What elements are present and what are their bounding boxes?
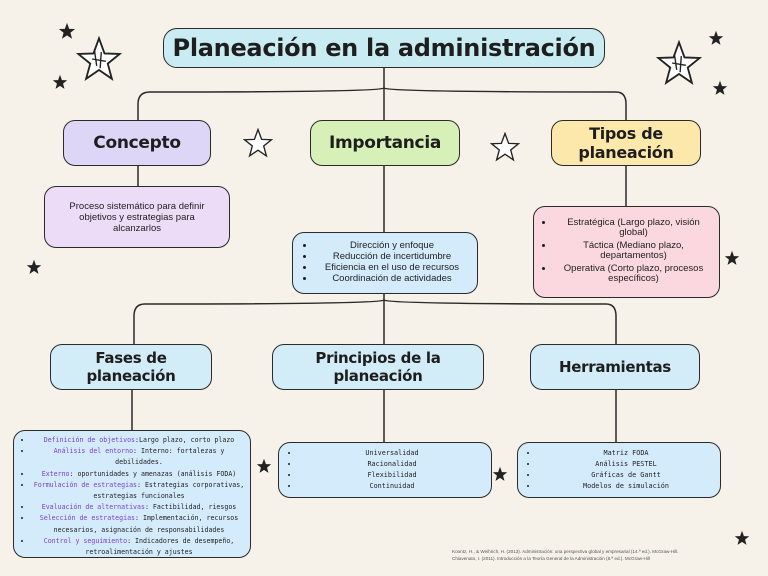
tipos-content: Estratégica (Largo plazo, visión global)… [533, 206, 720, 298]
list-item: Formulación de estrategias: Estrategias … [32, 480, 246, 502]
star-icon [76, 36, 122, 81]
list-item: Control y seguimiento: Indicadores de de… [32, 536, 246, 558]
phase-text: : Indicadores de desempeño, retroaliment… [85, 536, 235, 557]
principios-list: Universalidad Racionalidad Flexibilidad … [285, 448, 485, 493]
phase-label: Análisis del entorno [53, 447, 134, 456]
phase-text: : Factibilidad, riesgos [144, 503, 237, 512]
heading-principios: Principios de la planeación [272, 344, 484, 390]
list-item: Táctica (Mediano plazo, departamentos) [554, 240, 713, 262]
phase-label: Control y seguimiento [43, 536, 128, 545]
phase-text: : Implementación, recursos necesarios, a… [53, 514, 239, 534]
herramientas-content: Matriz FODA Análisis PESTEL Gráficas de … [517, 442, 721, 498]
list-item: Matriz FODA [538, 448, 714, 459]
heading-tipos: Tipos de planeación [551, 120, 701, 166]
star-icon [26, 259, 42, 274]
fases-content: Definición de objetivos:Largo plazo, cor… [13, 430, 251, 558]
importancia-content: Dirección y enfoque Reducción de incerti… [292, 232, 478, 294]
phase-label: Externo [41, 469, 70, 478]
principios-content: Universalidad Racionalidad Flexibilidad … [278, 442, 492, 498]
list-item: Evaluación de alternativas: Factibilidad… [32, 502, 246, 513]
list-item: Operativa (Corto plazo, procesos específ… [554, 263, 713, 285]
tipos-list: Estratégica (Largo plazo, visión global)… [540, 217, 713, 287]
herramientas-list: Matriz FODA Análisis PESTEL Gráficas de … [524, 448, 714, 493]
list-item: Gráficas de Gantt [538, 470, 714, 481]
list-item: Análisis del entorno: Interno: fortaleza… [32, 446, 246, 468]
list-item: Coordinación de actividades [315, 273, 469, 285]
star-icon [656, 40, 702, 85]
list-item: Continuidad [299, 481, 485, 492]
list-item: Definición de objetivos:Largo plazo, cor… [32, 435, 246, 446]
star-icon [256, 458, 272, 473]
importancia-list: Dirección y enfoque Reducción de incerti… [301, 241, 469, 284]
references: Koontz, H., & Weihrich, H. (2013). Admin… [452, 549, 752, 562]
list-item: Eficiencia en el uso de recursos [315, 262, 469, 274]
star-icon [52, 74, 68, 89]
heading-fases: Fases de planeación [50, 344, 212, 390]
star-icon [708, 30, 724, 45]
heading-importancia: Importancia [310, 120, 460, 166]
star-icon [712, 80, 728, 95]
phase-label: Formulación de estrategias [33, 480, 138, 489]
phase-label: Definición de objetivos [43, 436, 136, 444]
list-item: Reducción de incertidumbre [315, 251, 469, 263]
list-item: Universalidad [299, 448, 485, 459]
list-item: Racionalidad [299, 459, 485, 470]
page-title: Planeación en la administración [163, 28, 605, 68]
list-item: Externo: oportunidades y amenazas (análi… [32, 469, 246, 480]
concepto-content: Proceso sistemático para definir objetiv… [44, 186, 230, 248]
star-icon [58, 22, 76, 39]
phase-text: : Interno: fortalezas y debilidades. [115, 447, 225, 467]
heading-herramientas: Herramientas [530, 344, 700, 390]
star-icon [492, 466, 508, 481]
phase-label: Selección de estrategias [39, 514, 136, 523]
star-icon [490, 132, 520, 162]
star-icon [724, 250, 740, 265]
reference-item: Chiavenato, I. (2011). Introducción a la… [452, 555, 650, 561]
list-item: Flexibilidad [299, 470, 485, 481]
list-item: Modelos de simulación [538, 481, 714, 492]
phase-text: :Largo plazo, corto plazo [135, 436, 235, 444]
list-item: Selección de estrategias: Implementación… [32, 513, 246, 535]
star-icon [734, 530, 750, 545]
fases-list: Definición de objetivos:Largo plazo, cor… [18, 435, 246, 558]
list-item: Dirección y enfoque [315, 241, 469, 252]
reference-item: Koontz, H., & Weihrich, H. (2013). Admin… [452, 549, 679, 554]
phase-text: : oportunidades y amenazas (análisis FOD… [69, 469, 237, 478]
concepto-text: Proceso sistemático para definir objetiv… [69, 200, 205, 234]
phase-text: : Estrategias corporativas, estrategias … [93, 480, 245, 501]
heading-concepto: Concepto [63, 120, 211, 166]
list-item: Estratégica (Largo plazo, visión global) [554, 217, 713, 239]
phase-label: Evaluación de alternativas [41, 503, 145, 512]
star-icon [243, 128, 273, 158]
list-item: Análisis PESTEL [538, 459, 714, 470]
